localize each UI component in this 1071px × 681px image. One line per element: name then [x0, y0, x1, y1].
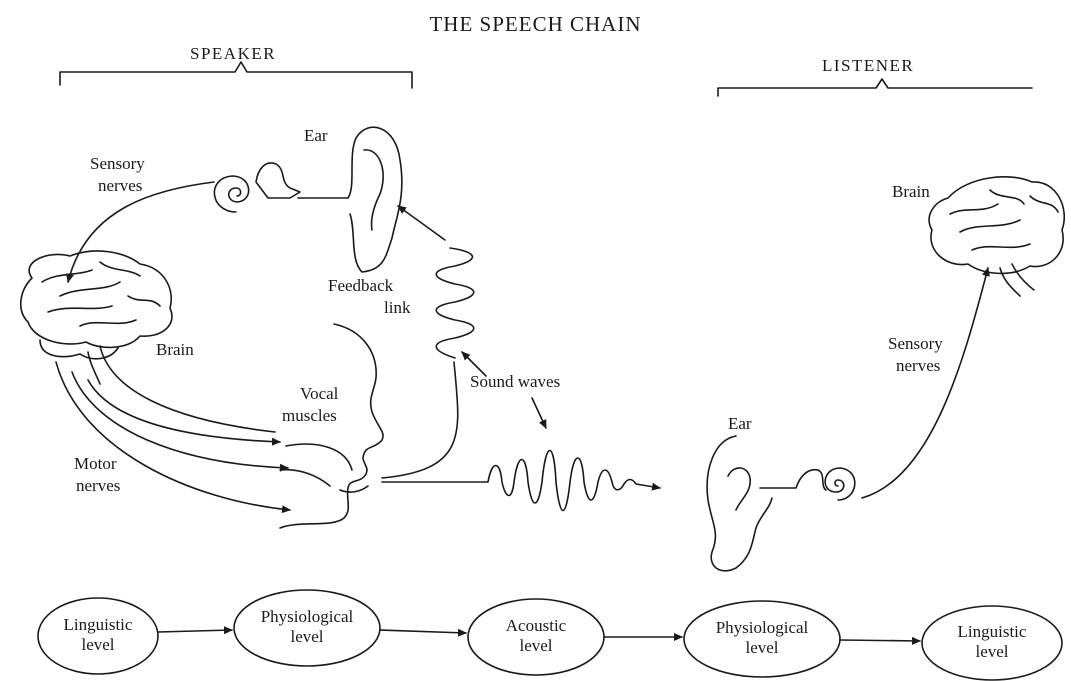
level-5-line2: level	[975, 642, 1009, 661]
level-2-text: Physiological level	[242, 607, 372, 647]
feedback-label-line2: link	[384, 298, 411, 317]
feedback-label-line1: Feedback	[328, 276, 394, 295]
listener-brain-label: Brain	[892, 182, 930, 201]
level-oval-1	[37, 597, 159, 675]
motor-label-line1: Motor	[74, 454, 117, 473]
level-5-text: Linguistic level	[937, 622, 1047, 662]
level-5-line1: Linguistic	[957, 622, 1027, 641]
level-oval-4	[683, 600, 841, 678]
level-3-text: Acoustic level	[476, 616, 596, 656]
level-1-line1: Linguistic	[63, 615, 133, 634]
level-arrow-2	[379, 628, 467, 637]
listener-cochlea-icon	[824, 467, 856, 501]
level-3-line2: level	[519, 636, 553, 655]
motor-label-line2: nerves	[76, 476, 121, 495]
speaker-sensory-label-line2: nerves	[98, 176, 143, 195]
listener-ear-label: Ear	[728, 414, 752, 433]
level-oval-5	[921, 605, 1063, 681]
speaker-ear-icon	[297, 126, 403, 273]
speaker-bracket	[59, 61, 413, 89]
level-4-line2: level	[745, 638, 779, 657]
sound-waves-label: Sound waves	[470, 372, 561, 391]
feedback-wave	[435, 247, 475, 359]
speaker-brain-label: Brain	[156, 340, 194, 359]
level-2-line2: level	[290, 627, 324, 646]
speaker-head-icon	[279, 323, 384, 529]
listener-brain-icon	[928, 176, 1066, 297]
listener-heading: LISTENER	[822, 56, 915, 75]
diagram-title: THE SPEECH CHAIN	[429, 12, 642, 36]
speaker-cochlea-icon	[213, 162, 301, 213]
level-4-text: Physiological level	[697, 618, 827, 658]
level-4-line1: Physiological	[715, 618, 809, 637]
speaker-brain-icon	[20, 250, 173, 385]
listener-bracket	[717, 78, 1033, 97]
level-1-text: Linguistic level	[48, 615, 148, 655]
vocal-label-line1: Vocal	[300, 384, 339, 403]
speaker-heading: SPEAKER	[190, 44, 277, 63]
speaker-ear-label: Ear	[304, 126, 328, 145]
listener-sensory-label-line1: Sensory	[888, 334, 943, 353]
level-arrow-4	[839, 636, 921, 645]
listener-sensory-label-line2: nerves	[896, 356, 941, 375]
listener-ear-icon	[706, 435, 827, 572]
vocal-label-line2: muscles	[282, 406, 337, 425]
level-oval-2	[233, 589, 381, 667]
acoustic-wave	[381, 449, 661, 512]
speaker-sensory-label-line1: Sensory	[90, 154, 145, 173]
level-2-line1: Physiological	[260, 607, 354, 626]
level-1-line2: level	[81, 635, 115, 654]
level-3-line1: Acoustic	[505, 616, 567, 635]
level-arrow-1	[157, 626, 233, 635]
